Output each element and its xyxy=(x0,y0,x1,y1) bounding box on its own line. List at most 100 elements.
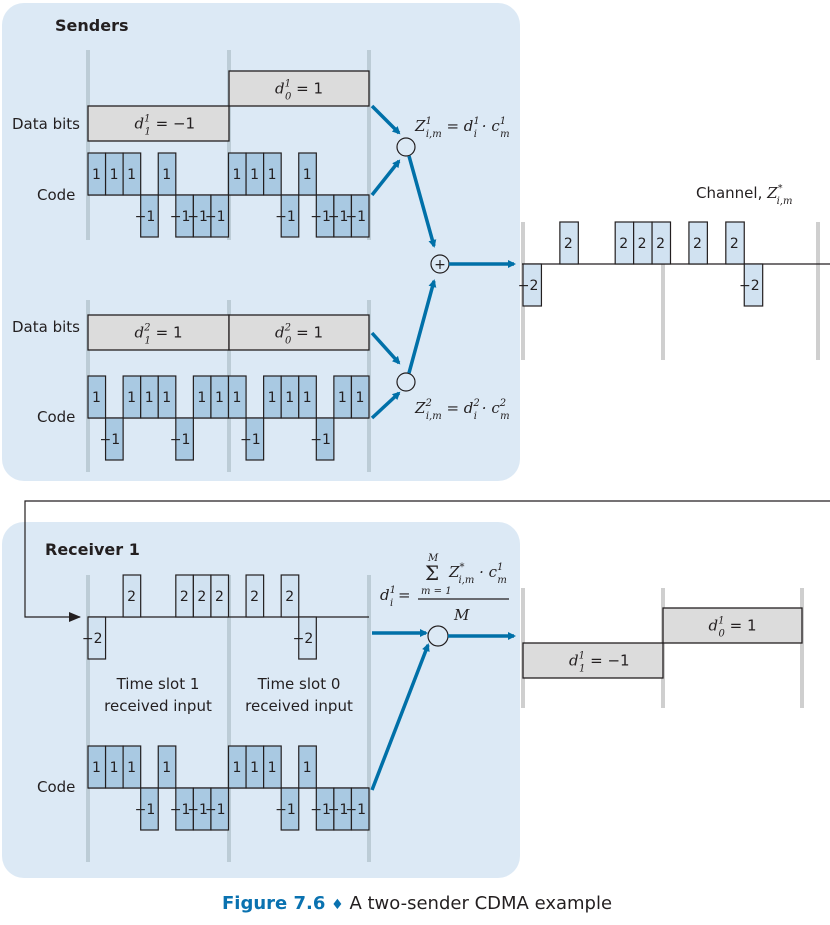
code-chip-value: 1 xyxy=(338,390,347,406)
svg-text:Σ: Σ xyxy=(425,561,439,585)
code-chip-value: 1 xyxy=(268,760,277,776)
code-chip xyxy=(315,417,335,461)
receiver-title: Receiver 1 xyxy=(45,540,140,559)
code-chip-value: −1 xyxy=(240,432,261,448)
sender1-bits-arrow xyxy=(370,104,401,135)
code-chip xyxy=(263,745,282,789)
code-chip xyxy=(157,745,177,789)
code-chip-value: 1 xyxy=(303,390,312,406)
channel-chip-value: 2 xyxy=(693,236,702,252)
data-bit-1 xyxy=(522,642,664,679)
sender2-code-label: Code xyxy=(37,408,75,426)
code-chip xyxy=(227,375,247,419)
code-chip xyxy=(122,745,142,789)
code-chip xyxy=(350,375,370,419)
received-chip-value: 2 xyxy=(180,589,189,605)
data-bit-0 xyxy=(228,314,370,351)
code-to-correlator-arrow xyxy=(370,643,430,791)
received-chip-value: 2 xyxy=(250,589,259,605)
code-chip-value: −1 xyxy=(187,209,208,225)
channel-chip xyxy=(559,221,579,265)
code-chip-value: −1 xyxy=(328,209,349,225)
channel-chip-value: 2 xyxy=(619,236,628,252)
code-chip xyxy=(298,152,317,196)
code-chip-value: 1 xyxy=(268,167,277,183)
data-bit-0 xyxy=(228,70,370,107)
slot1-label-line2: received input xyxy=(104,697,212,715)
code-chip-value: 1 xyxy=(145,390,154,406)
code-chip-value: −1 xyxy=(99,432,120,448)
code-chip xyxy=(350,787,370,831)
svg-text:M: M xyxy=(453,606,470,624)
code-chip-value: 1 xyxy=(250,167,259,183)
sender1-data-bits-label: Data bits xyxy=(12,115,80,133)
channel-chip xyxy=(688,221,708,265)
svg-text:Z2i,m = d2i · c2m: Z2i,m = d2i · c2m xyxy=(414,398,510,422)
code-chip-value: −1 xyxy=(135,209,156,225)
code-chip xyxy=(87,375,107,419)
code-chip xyxy=(157,375,177,419)
channel-chip xyxy=(743,263,764,307)
channel-chip xyxy=(651,221,672,265)
code-chip-value: −1 xyxy=(275,802,296,818)
code-chip xyxy=(104,417,124,461)
sum-symbol: + xyxy=(434,257,446,273)
code-chip-value: −1 xyxy=(170,432,191,448)
code-chip-value: −1 xyxy=(310,209,331,225)
code-chip-value: −1 xyxy=(135,802,156,818)
received-chip-value: −2 xyxy=(293,631,314,647)
received-chip-value: −2 xyxy=(82,631,103,647)
svg-text:M: M xyxy=(427,553,439,564)
code-chip-value: 1 xyxy=(215,390,224,406)
received-chip xyxy=(245,574,265,618)
svg-text:Z1i,m = d1i · c1m: Z1i,m = d1i · c1m xyxy=(414,116,510,140)
senders-title: Senders xyxy=(55,16,128,35)
code-chip xyxy=(245,417,265,461)
received-chip xyxy=(210,574,230,618)
figure-caption: Figure 7.6 ♦ A two-sender CDMA example xyxy=(222,893,612,914)
code-chip-value: 1 xyxy=(162,760,171,776)
code-chip-value: −1 xyxy=(187,802,208,818)
code-chip-value: 1 xyxy=(250,760,259,776)
code-chip-value: −1 xyxy=(345,802,366,818)
code-chip xyxy=(298,375,317,419)
code-chip-value: 1 xyxy=(197,390,206,406)
code-chip-value: −1 xyxy=(275,209,296,225)
data-bit-1 xyxy=(87,105,230,142)
code-chip xyxy=(298,745,317,789)
received-chip-value: 2 xyxy=(285,589,294,605)
received-chip-value: 2 xyxy=(197,589,206,605)
receiver-code-label: Code xyxy=(37,778,75,796)
slot0-label-line2: received input xyxy=(245,697,353,715)
code-chip-value: 1 xyxy=(92,390,101,406)
sender1-code-arrow xyxy=(370,159,401,197)
code-chip-value: 1 xyxy=(268,390,277,406)
code-chip-value: 1 xyxy=(162,390,171,406)
code-chip-value: −1 xyxy=(310,802,331,818)
code-chip-value: 1 xyxy=(233,760,242,776)
sender1-code-label: Code xyxy=(37,186,75,204)
svg-text:m = 1: m = 1 xyxy=(421,586,452,597)
code-chip-value: 1 xyxy=(92,167,101,183)
channel-chip-value: 2 xyxy=(730,236,739,252)
channel-chip xyxy=(522,263,543,307)
svg-text:Z*i,m · c1m: Z*i,m · c1m xyxy=(448,562,507,586)
slot1-label-line1: Time slot 1 xyxy=(116,675,200,693)
sender2-to-sum-arrow xyxy=(407,279,437,374)
code-chip-value: 1 xyxy=(233,390,242,406)
code-chip-value: 1 xyxy=(303,760,312,776)
code-chip-value: −1 xyxy=(205,209,226,225)
